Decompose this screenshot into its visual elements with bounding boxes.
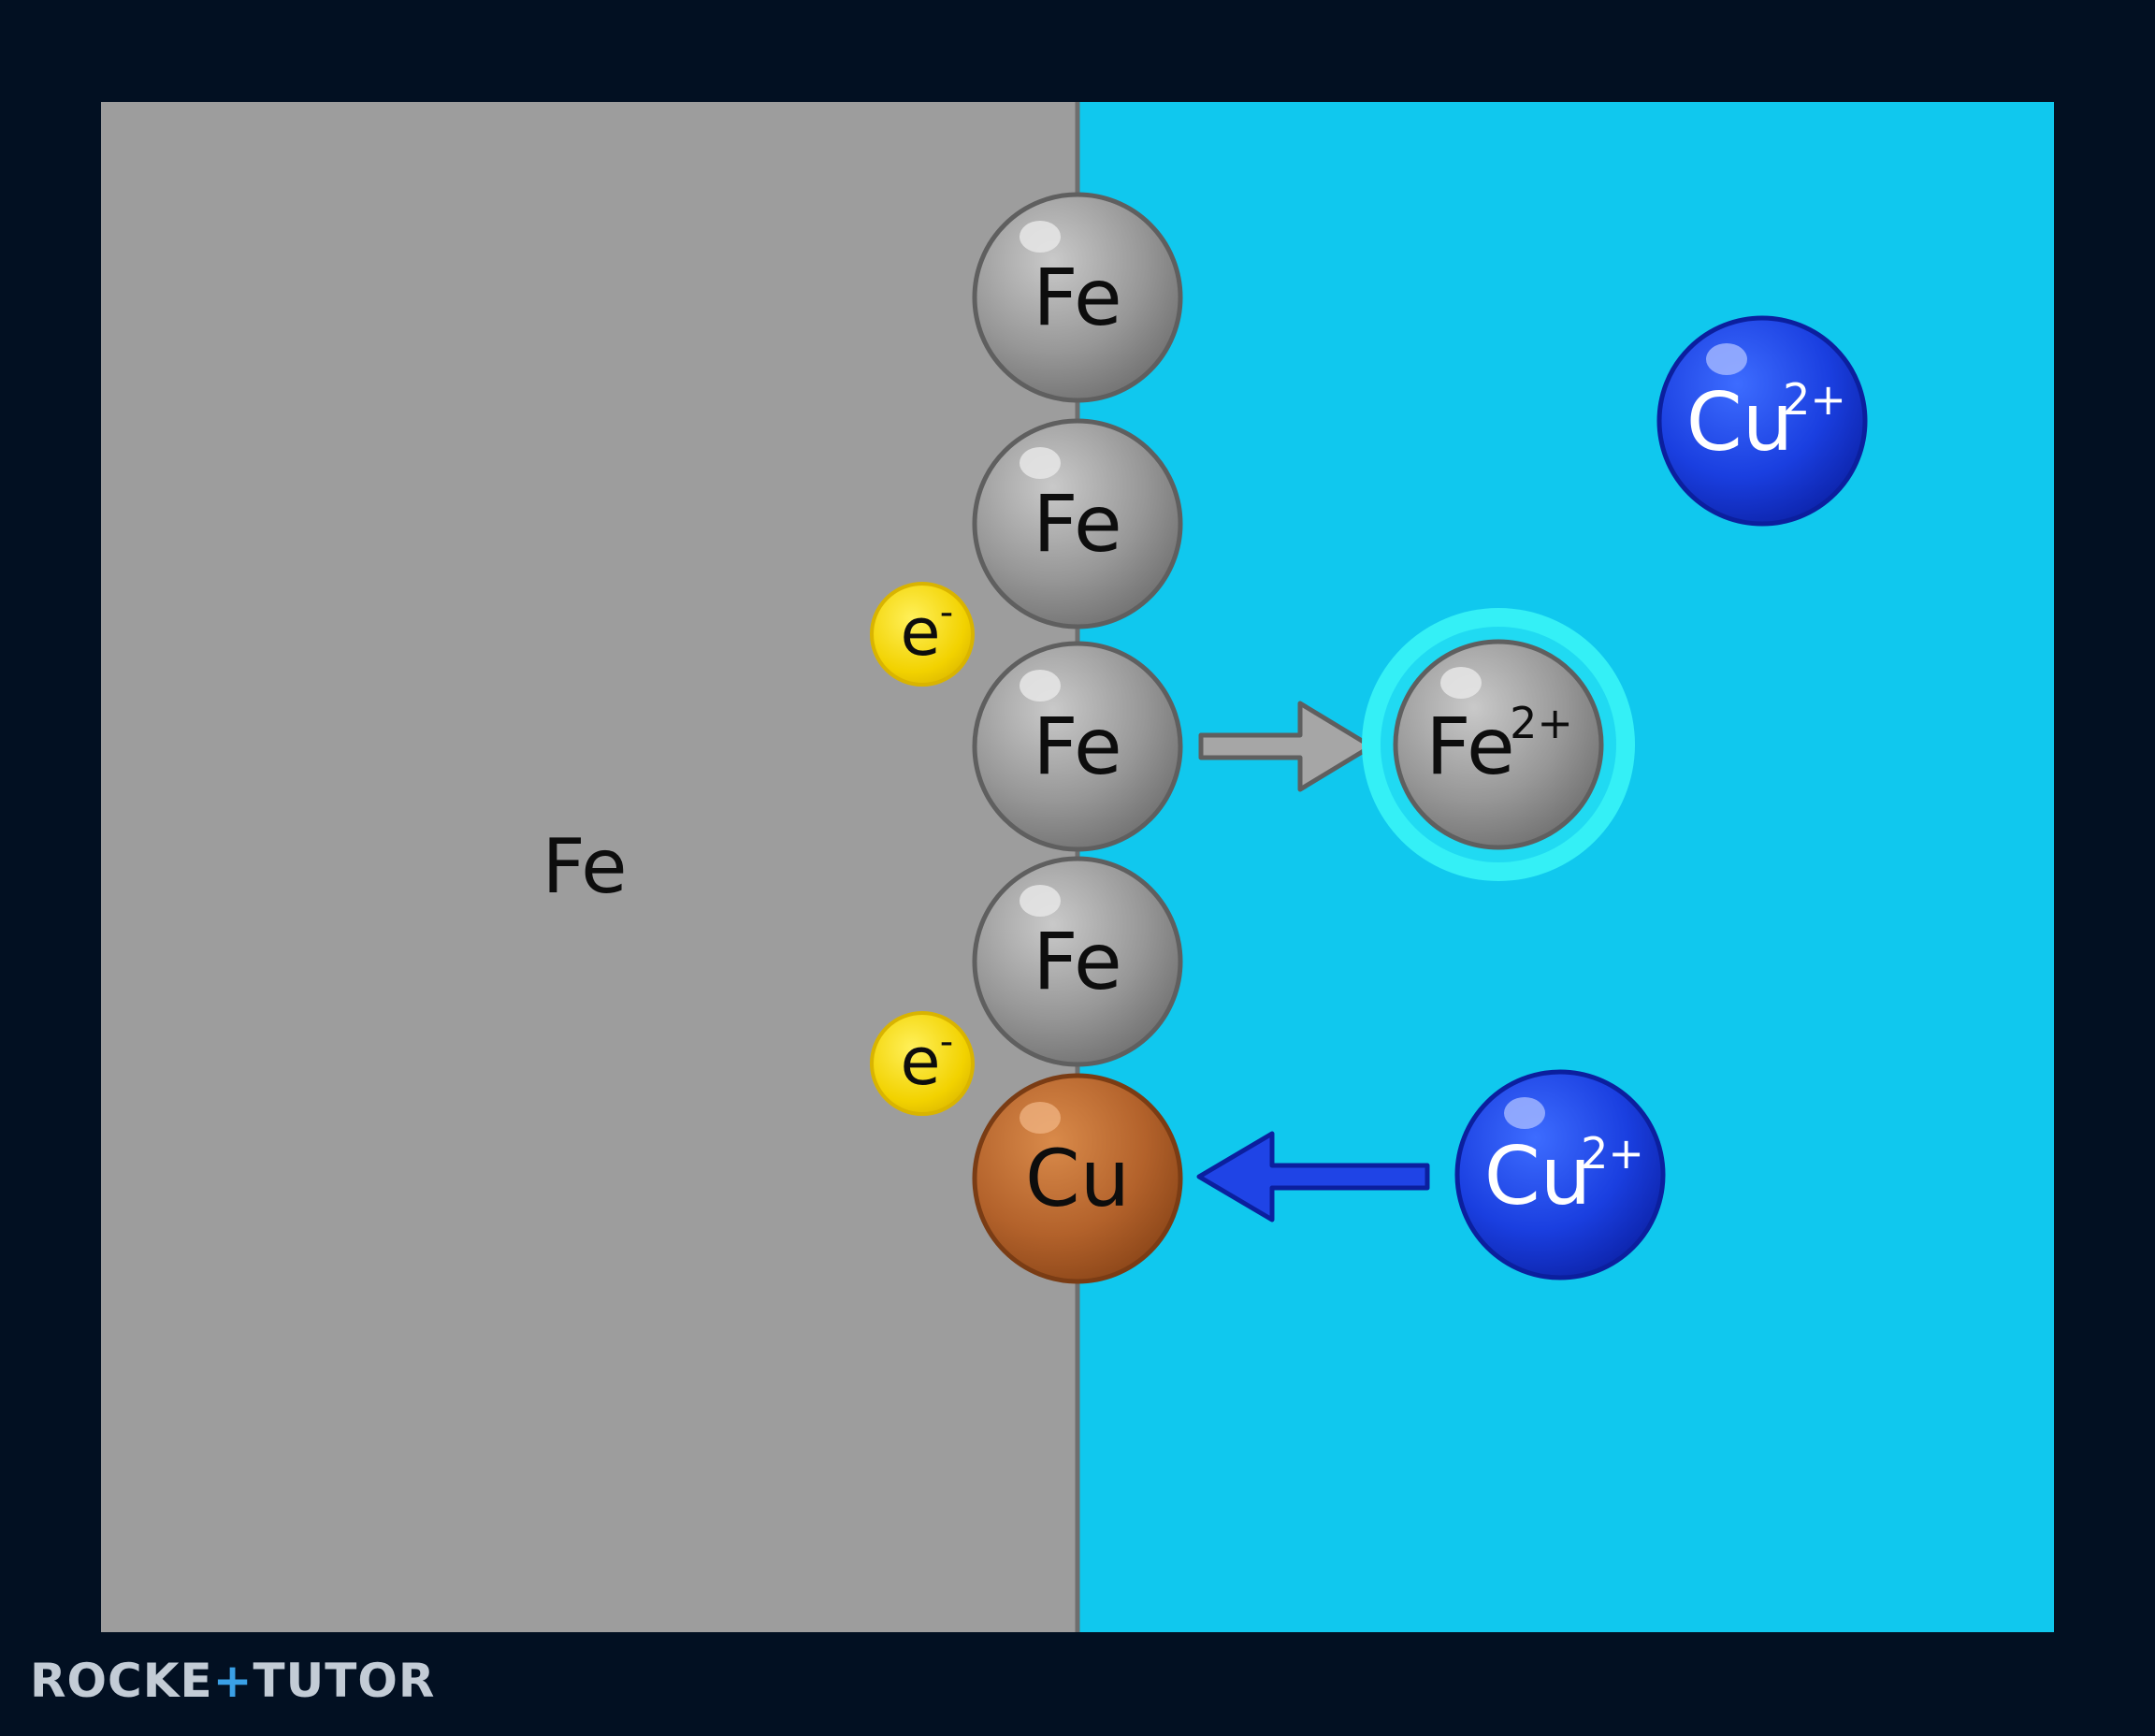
logo-plus-mark: + bbox=[212, 1654, 253, 1708]
ion-charge: 2+ bbox=[1581, 1128, 1644, 1179]
reduction-arrow bbox=[1196, 1131, 1430, 1222]
surface-atom-symbol: Fe bbox=[1033, 478, 1121, 570]
ion-symbol: Cu bbox=[1484, 1130, 1592, 1223]
surface-atom-symbol: Fe bbox=[1033, 916, 1121, 1007]
ion-symbol: Cu bbox=[1686, 376, 1794, 470]
ion-charge: 2+ bbox=[1510, 698, 1573, 748]
surface-atom-fe-3: Fe bbox=[972, 641, 1183, 852]
oxidation-arrow bbox=[1198, 701, 1374, 792]
electron-1: e - bbox=[870, 582, 975, 687]
logo-text-right: TUTOR bbox=[253, 1654, 436, 1708]
logo-text-left: ROCKE bbox=[30, 1654, 213, 1708]
ion-symbol: Fe bbox=[1425, 701, 1514, 792]
surface-atom-fe-2: Fe bbox=[972, 418, 1183, 629]
iron-metal-region bbox=[101, 102, 1078, 1632]
electron-charge: - bbox=[940, 1020, 953, 1063]
copper-solution-region bbox=[1078, 102, 2054, 1632]
rocket-tutor-logo: ROCKE+TUTOR bbox=[30, 1657, 435, 1704]
electron-2: e - bbox=[870, 1011, 975, 1116]
electron-symbol: e bbox=[900, 594, 940, 671]
surface-atom-fe-4: Fe bbox=[972, 856, 1183, 1067]
ion-charge: 2+ bbox=[1783, 374, 1846, 425]
surface-atom-symbol: Fe bbox=[1033, 252, 1121, 343]
copper-ion-2: Cu 2+ bbox=[1454, 1069, 1666, 1280]
electron-symbol: e bbox=[900, 1023, 940, 1100]
surface-atom-cu: Cu bbox=[972, 1073, 1183, 1284]
copper-ion-1: Cu 2+ bbox=[1656, 315, 1868, 527]
surface-atom-fe-1: Fe bbox=[972, 192, 1183, 403]
iron-ion: Fe 2+ bbox=[1362, 608, 1635, 881]
surface-atom-symbol: Fe bbox=[1033, 701, 1121, 792]
metal-label: Fe bbox=[542, 823, 628, 910]
electron-charge: - bbox=[940, 591, 953, 634]
surface-atom-symbol: Cu bbox=[1025, 1133, 1130, 1224]
